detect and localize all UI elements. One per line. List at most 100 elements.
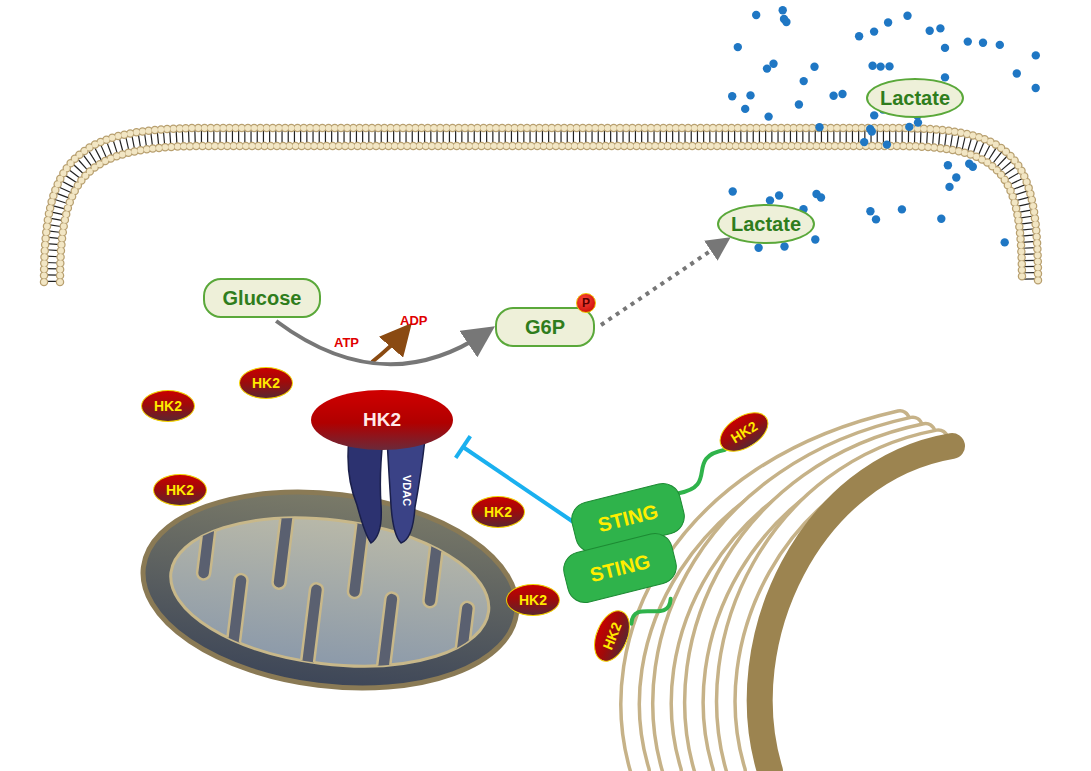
inhibition-bar — [456, 436, 471, 458]
lactate-dot — [780, 242, 788, 250]
node-label: P — [582, 296, 590, 310]
vdac-shape — [343, 435, 429, 545]
lactate-dot — [811, 235, 819, 243]
cell-membrane — [44, 128, 1038, 282]
node-label: Lactate — [880, 87, 950, 110]
crista — [423, 522, 446, 608]
node-label: Glucose — [223, 287, 302, 310]
lactate-dot — [812, 190, 820, 198]
lactate-dot — [746, 91, 754, 99]
hk2-ellipse: HK2 — [587, 605, 637, 667]
lactate-dot — [779, 6, 787, 14]
lactate-dot — [883, 140, 891, 148]
endoplasmic-reticulum — [630, 420, 952, 771]
lactate-dot — [903, 12, 911, 20]
lactate-dot — [860, 138, 868, 146]
hk2-ellipse: HK2 — [506, 584, 560, 616]
lactate-dot — [914, 118, 922, 126]
lactate-dot — [944, 161, 952, 169]
hk2-ellipse: HK2 — [471, 496, 525, 528]
node-label: STING — [588, 549, 653, 586]
lactate-dot — [945, 183, 953, 191]
lactate-dot — [795, 100, 803, 108]
mitochondrion — [132, 472, 529, 708]
lactate-dot — [964, 37, 972, 45]
lactate-dot — [734, 43, 742, 51]
lactate-dot — [868, 62, 876, 70]
lactate-dot — [741, 105, 749, 113]
node-label: HK2 — [166, 482, 194, 498]
vdac-channel: VDAC — [343, 435, 429, 545]
lactate-dot — [728, 92, 736, 100]
hk2-ellipse: HK2 — [713, 404, 776, 460]
lactate-dot — [729, 187, 737, 195]
pathway-arrow — [601, 244, 721, 325]
node-label: HK2 — [599, 620, 624, 652]
reaction-arrow — [276, 321, 485, 364]
lactate-dot — [810, 63, 818, 71]
crista — [376, 592, 399, 678]
node-label: HK2 — [252, 375, 280, 391]
lactate-dot — [769, 60, 777, 68]
crista — [300, 583, 323, 669]
node-label: STING — [596, 499, 661, 536]
lactate-dot — [884, 18, 892, 26]
molecule-label: ADP — [400, 313, 427, 328]
crista — [451, 601, 474, 687]
lactate-dot — [815, 123, 823, 131]
lactate-dot — [898, 205, 906, 213]
er-cisterna — [760, 446, 952, 771]
lactate-dot — [885, 62, 893, 70]
g6p-box: G6P — [495, 307, 595, 347]
lactate-dot — [855, 32, 863, 40]
lactate-dot — [937, 215, 945, 223]
atp-adp-arrow — [372, 332, 404, 362]
hk2-ellipse: HK2 — [153, 474, 207, 506]
crista — [272, 504, 295, 590]
vdac-label: VDAC — [401, 475, 413, 506]
lactate-dot — [965, 160, 973, 168]
lactate-dot — [1001, 238, 1009, 246]
lactate-dot — [905, 123, 913, 131]
tether-line — [679, 450, 725, 494]
phosphate-circle: P — [576, 293, 596, 313]
lactate-dot — [876, 62, 884, 70]
lactate-dot — [979, 39, 987, 47]
lactate-dot — [1013, 69, 1021, 77]
node-label: HK2 — [363, 409, 401, 431]
lactate-dots — [728, 6, 1040, 252]
lactate-ellipse: Lactate — [717, 204, 815, 244]
hk2-ellipse: HK2 — [141, 390, 195, 422]
node-label: HK2 — [519, 592, 547, 608]
lactate-ellipse: Lactate — [866, 78, 964, 118]
lactate-dot — [838, 90, 846, 98]
lactate-dot — [1032, 84, 1040, 92]
crista — [225, 573, 248, 659]
lactate-dot — [775, 191, 783, 199]
lactate-dot — [829, 92, 837, 100]
lactate-dot — [866, 207, 874, 215]
lactate-dot — [870, 27, 878, 35]
lactate-dot — [926, 27, 934, 35]
node-label: Lactate — [731, 213, 801, 236]
glucose-box: Glucose — [203, 278, 321, 318]
lactate-dot — [996, 41, 1004, 49]
hk2-ellipse: HK2 — [239, 367, 293, 399]
node-label: G6P — [525, 316, 565, 339]
lactate-dot — [952, 173, 960, 181]
tether-line — [631, 599, 670, 624]
lactate-dot — [752, 11, 760, 19]
lactate-dot — [800, 77, 808, 85]
lactate-dot — [780, 15, 788, 23]
lactate-dot — [936, 24, 944, 32]
crista — [196, 494, 219, 580]
lactate-dot — [764, 112, 772, 120]
lactate-dot — [870, 111, 878, 119]
lactate-dot — [754, 244, 762, 252]
lactate-dot — [872, 215, 880, 223]
node-label: HK2 — [154, 398, 182, 414]
molecule-label: ATP — [334, 335, 359, 350]
node-label: HK2 — [728, 418, 760, 446]
lactate-dot — [866, 125, 874, 133]
node-label: HK2 — [484, 504, 512, 520]
